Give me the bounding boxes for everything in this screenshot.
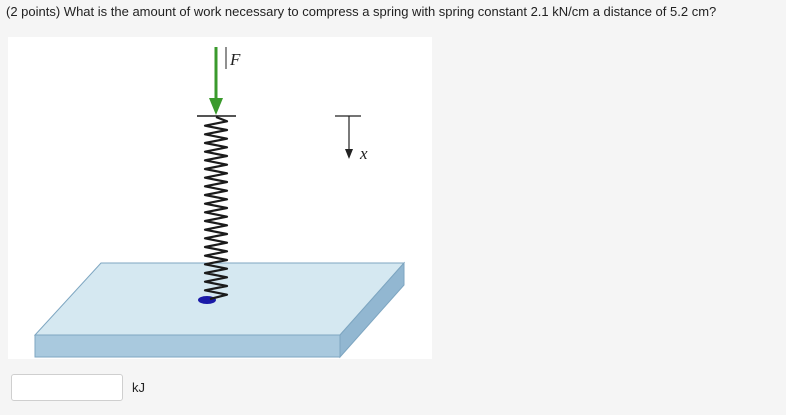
force-arrow-head (209, 98, 223, 115)
answer-input[interactable] (11, 374, 123, 401)
plate-top (33, 262, 406, 336)
displacement-arrow-head (345, 149, 353, 159)
plate-front (34, 334, 341, 358)
answer-unit: kJ (132, 380, 145, 395)
spring-coil (203, 115, 229, 301)
spring-figure: F x (8, 37, 432, 359)
plate-side (339, 261, 405, 359)
question-text: (2 points) What is the amount of work ne… (6, 4, 717, 19)
spring-diagram: F x (33, 47, 406, 359)
force-label: F (229, 50, 241, 69)
displacement-label: x (359, 144, 368, 163)
